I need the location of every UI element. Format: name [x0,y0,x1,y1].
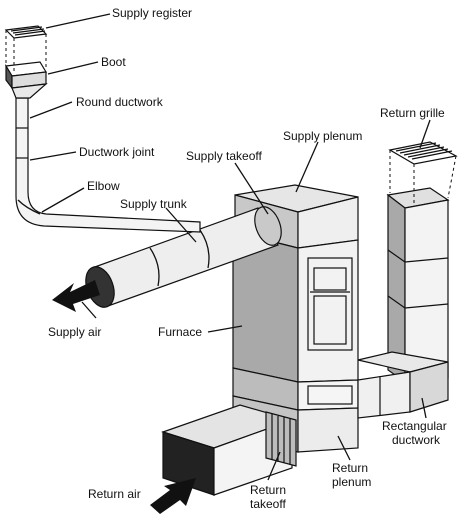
supply-register [4,25,48,74]
label-return-plenum-line1: Return [332,461,368,475]
label-boot: Boot [101,55,126,69]
label-rectangular-ductwork-line1: Rectangular [382,419,447,433]
boot [5,61,48,99]
label-supply-register: Supply register [112,6,192,20]
furnace [232,231,359,411]
label-round-ductwork: Round ductwork [76,95,164,109]
labels: Supply register Boot Round ductwork Duct… [48,6,447,511]
label-supply-trunk: Supply trunk [120,197,188,211]
label-rectangular-ductwork-line2: ductwork [392,433,441,447]
label-return-takeoff-line2: takeoff [250,497,286,511]
round-ductwork [15,97,201,233]
label-ductwork-joint: Ductwork joint [79,145,155,159]
label-return-takeoff-line1: Return [250,483,286,497]
label-return-grille: Return grille [380,106,445,120]
label-supply-plenum: Supply plenum [283,129,362,143]
leader-lines [29,13,431,481]
return-grille [388,141,458,205]
label-elbow: Elbow [87,179,120,193]
rectangular-ductwork [357,351,449,419]
label-return-plenum-line2: plenum [332,475,371,489]
return-duct-front [161,404,297,496]
label-supply-air: Supply air [48,325,101,339]
return-air-arrow-icon [150,478,196,514]
label-return-air: Return air [88,487,141,501]
supply-air-arrow-icon [52,280,100,312]
label-supply-takeoff: Supply takeoff [186,149,262,163]
label-furnace: Furnace [158,325,202,339]
